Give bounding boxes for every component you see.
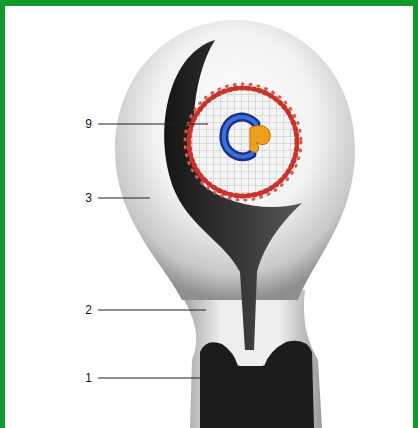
callout-number: 3 [85, 191, 92, 205]
frame [0, 0, 5, 428]
leader-line [98, 310, 206, 311]
leader-line [98, 198, 150, 199]
uterine-cavity [164, 40, 302, 350]
callout-number: 9 [85, 117, 92, 131]
leader-line [98, 378, 216, 379]
blastocyst [189, 88, 297, 196]
trophoblast [189, 88, 297, 196]
frame [0, 0, 418, 6]
frame [413, 0, 418, 428]
vagina [200, 341, 314, 428]
leader-line [98, 124, 208, 125]
callout-number: 2 [85, 303, 92, 317]
callout-number: 1 [85, 371, 92, 385]
yolk-sac [250, 126, 270, 153]
